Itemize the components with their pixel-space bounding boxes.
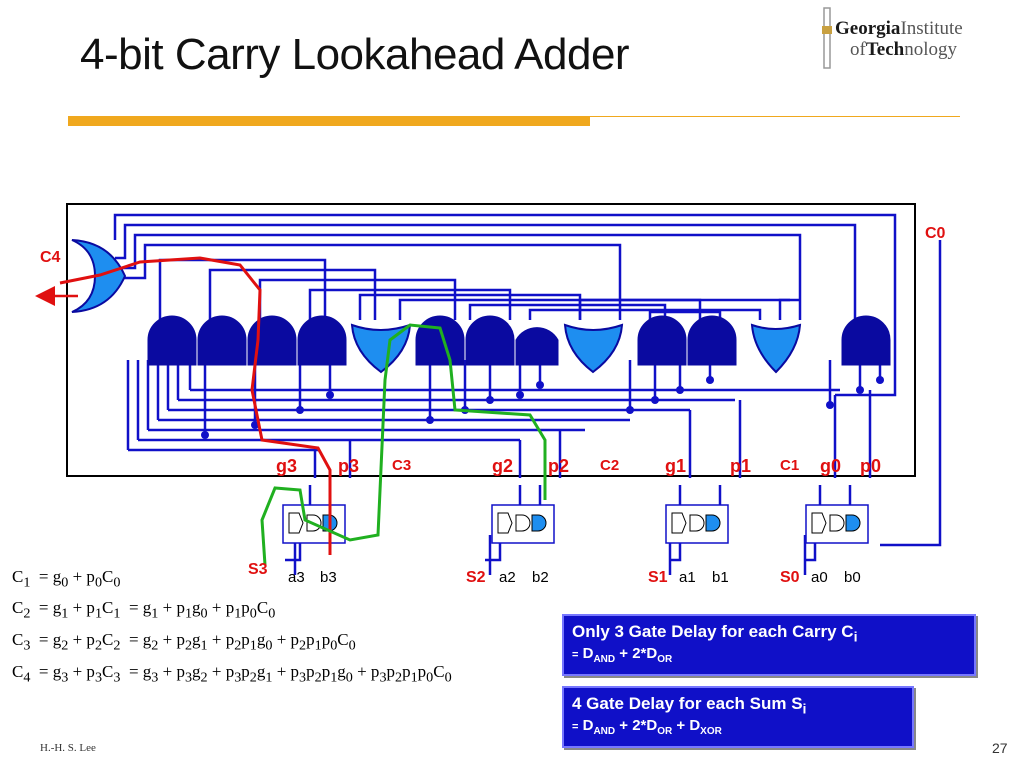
critical-path-green xyxy=(260,323,547,566)
logo-tech: Tech xyxy=(865,39,905,60)
equation-c1: C1 = g0 + p0C0 xyxy=(12,567,121,591)
equation-c4: C4 = g3 + p3C3 = g3 + p3g2 + p3p2g1 + p3… xyxy=(12,662,452,686)
carry-delay-callout: Only 3 Gate Delay for each Carry Ci = DA… xyxy=(562,614,976,676)
sum-delay-dand-sub: AND xyxy=(593,726,616,738)
sum-delay-dand: D xyxy=(582,717,594,735)
bit-adder-2 xyxy=(491,504,555,544)
and-gate xyxy=(297,315,347,366)
label-p2: p2 xyxy=(548,456,569,476)
and-gates xyxy=(147,315,891,366)
label-g1: g1 xyxy=(665,456,686,476)
label-s1: S1 xyxy=(648,569,668,586)
label-s0: S0 xyxy=(780,569,800,586)
carry-delay-title: Only 3 Gate Delay for each Carry C xyxy=(572,622,854,641)
label-p0: p0 xyxy=(860,456,881,476)
label-s3: S3 xyxy=(248,561,268,578)
sum-delay-dxor: + D xyxy=(672,717,701,735)
and-gate xyxy=(515,327,559,366)
critical-path-red xyxy=(59,256,332,555)
and-gate xyxy=(247,315,297,366)
logo-institute: Institute xyxy=(900,18,963,39)
equation-c3: C3 = g2 + p2C2 = g2 + p2g1 + p2p1g0 + p2… xyxy=(12,630,356,654)
and-gate xyxy=(415,315,465,366)
label-a2: a2 xyxy=(499,569,516,586)
sum-delay-eq: = xyxy=(572,721,579,734)
label-g0: g0 xyxy=(820,456,841,476)
and-gate xyxy=(465,315,515,366)
or-gate-c2 xyxy=(563,323,624,374)
logo-nology: nology xyxy=(904,39,957,60)
and-gate xyxy=(197,315,247,366)
carry-delay-dor: + 2*D xyxy=(615,645,658,663)
label-g3: g3 xyxy=(276,456,297,476)
logo-georgia: Georgia xyxy=(835,18,901,39)
label-g2: g2 xyxy=(492,456,513,476)
page-number: 27 xyxy=(992,740,1008,756)
label-b0: b0 xyxy=(844,569,861,586)
and-gate xyxy=(687,315,737,366)
equation-c2: C2 = g1 + p1C1 = g1 + p1g0 + p1p0C0 xyxy=(12,598,276,622)
slide-title: 4-bit Carry Lookahead Adder xyxy=(80,30,630,79)
label-p1: p1 xyxy=(730,456,751,476)
label-b1: b1 xyxy=(712,569,729,586)
logo-of: of xyxy=(850,39,866,60)
sum-delay-subscript: i xyxy=(802,701,807,718)
label-c0: C0 xyxy=(925,225,946,242)
label-c3: C3 xyxy=(392,457,411,474)
sum-delay-dor-sub: OR xyxy=(657,726,673,738)
label-c1: C1 xyxy=(780,457,799,474)
carry-delay-eq: = xyxy=(572,649,579,662)
or-gate-c1 xyxy=(750,323,802,374)
label-p3: p3 xyxy=(338,456,359,476)
lookahead-unit-box xyxy=(66,203,916,477)
carry-delay-dor-sub: OR xyxy=(657,654,673,666)
label-a0: a0 xyxy=(811,569,828,586)
label-a1: a1 xyxy=(679,569,696,586)
sum-delay-title: 4 Gate Delay for each Sum S xyxy=(572,694,803,713)
bit-adder-1 xyxy=(665,504,729,544)
sum-delay-callout: 4 Gate Delay for each Sum Si = DAND + 2*… xyxy=(562,686,914,748)
carry-delay-dand-sub: AND xyxy=(593,654,616,666)
campanile-icon xyxy=(822,7,832,69)
bit-adder-0 xyxy=(805,504,869,544)
footer-author: H.-H. S. Lee xyxy=(40,742,96,754)
label-b3: b3 xyxy=(320,569,337,586)
and-gate xyxy=(147,315,197,366)
carry-delay-subscript: i xyxy=(853,629,858,646)
georgia-tech-logo: GeorgiaInstitute ofTechnology xyxy=(818,6,1018,70)
and-gate xyxy=(637,315,687,366)
label-a3: a3 xyxy=(288,569,305,586)
label-c2: C2 xyxy=(600,457,619,474)
label-s2: S2 xyxy=(466,569,486,586)
label-b2: b2 xyxy=(532,569,549,586)
sum-delay-dor: + 2*D xyxy=(615,717,658,735)
title-rule xyxy=(590,116,960,117)
carry-delay-dand: D xyxy=(582,645,594,663)
and-gate xyxy=(841,315,891,366)
label-c4: C4 xyxy=(40,249,61,266)
title-underline xyxy=(68,116,590,126)
sum-delay-dxor-sub: XOR xyxy=(700,726,722,738)
carry-lookahead-wiring xyxy=(113,213,942,575)
